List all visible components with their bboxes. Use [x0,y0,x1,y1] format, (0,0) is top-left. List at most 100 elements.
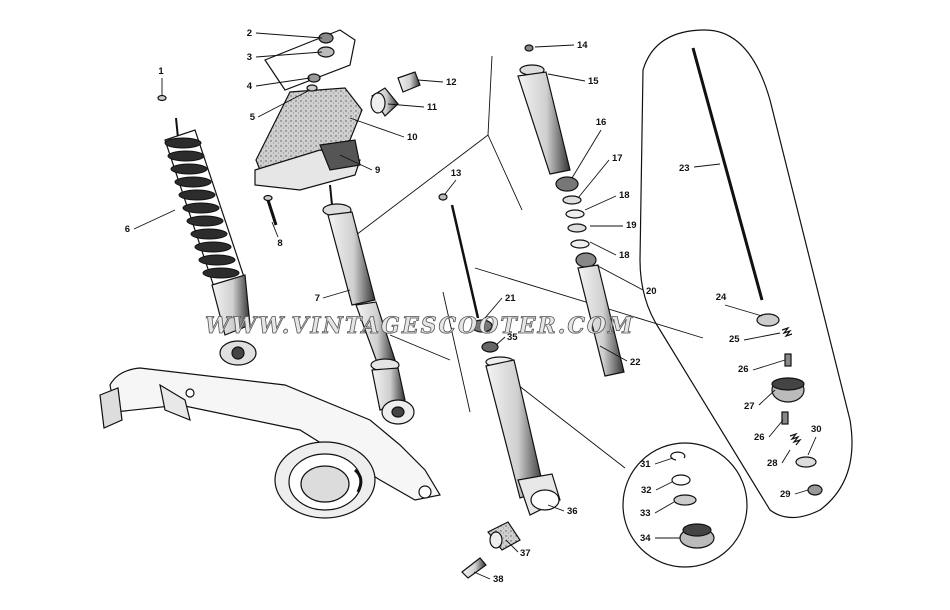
callout-leader-37 [505,539,519,553]
callout-label-34: 34 [640,533,651,544]
part-28-spring [789,432,802,446]
callout-label-25: 25 [729,334,740,345]
part-23-long-rod [691,47,764,301]
part-7-shock-absorber [322,184,415,425]
part-15-upper-tube [517,44,625,377]
callout-label-20: 20 [646,286,657,297]
callout-leader-21 [484,297,503,319]
callout-label-4: 4 [247,81,253,92]
callout-leader-23 [693,163,721,168]
part-21-damper-rod [438,193,493,333]
callout-label-16: 16 [596,117,607,128]
callout-leader-17 [577,159,610,199]
callout-leader-26 [768,419,784,438]
callout-leader-3 [255,51,323,58]
part-6-spring-shock [164,117,257,366]
part-9-mount-bracket [254,29,363,191]
callout-label-31: 31 [640,459,651,470]
part-8-bolt [263,194,278,226]
callout-label-5: 5 [250,112,256,123]
part-12-pin [397,71,421,93]
callout-leader-9 [339,154,373,171]
part-32-ring [671,474,691,486]
part-34-valve-body [679,523,715,549]
callout-label-6: 6 [125,224,130,235]
callout-leader-29 [794,489,809,495]
part-1-washer [157,94,167,102]
callout-leader-18 [584,195,617,211]
part-24-washer [756,313,780,327]
callout-leader-20 [595,264,644,291]
callout-leader-27 [758,389,776,406]
callout-leader-35 [495,336,506,346]
callout-label-27: 27 [744,401,755,412]
callout-label-30: 30 [811,424,822,435]
part-27-piston [771,377,805,403]
callout-leader-25 [743,332,781,341]
kit-outline-right [639,29,853,519]
callout-leader-31 [654,457,674,465]
callout-label-12: 12 [446,77,457,88]
callout-label-11: 11 [427,102,438,113]
callout-leader-11 [387,103,425,108]
callout-label-13: 13 [451,168,462,179]
callout-leader-26 [752,359,786,371]
callout-label-19: 19 [626,220,637,231]
callout-label-14: 14 [577,40,588,51]
callout-leader-36 [547,504,565,512]
callout-label-28: 28 [767,458,778,469]
part-11-bushing [370,87,399,117]
callout-label-35: 35 [507,332,518,343]
callout-label-2: 2 [247,28,252,39]
kit-outline-bottom [622,442,748,568]
callout-label-18: 18 [619,250,630,261]
callout-leader-22 [599,345,628,362]
callout-label-23: 23 [679,163,690,174]
callout-label-7: 7 [315,293,320,304]
callout-label-37: 37 [520,548,531,559]
part-33-washer [673,494,697,506]
callout-label-1: 1 [158,66,164,77]
callout-leader-30 [807,436,817,456]
callout-leader-12 [417,79,444,83]
callout-leader-5 [257,89,311,118]
callout-label-10: 10 [407,132,418,143]
callout-leader-15 [547,73,586,82]
callout-leader-13 [444,179,457,195]
callout-leader-2 [255,32,323,39]
callout-label-29: 29 [780,489,791,500]
callout-label-8: 8 [277,238,282,249]
callout-label-3: 3 [247,52,252,63]
callout-leader-4 [255,77,311,87]
callout-label-36: 36 [567,506,578,517]
callout-leader-6 [133,209,176,230]
callout-label-21: 21 [505,293,516,304]
callout-leader-24 [724,304,763,317]
callout-label-32: 32 [641,485,652,496]
part-38-pin [461,557,487,579]
callout-leader-32 [655,481,673,491]
callout-leader-10 [349,117,405,138]
part-36-lower-leg [481,341,561,516]
callout-label-15: 15 [588,76,599,87]
part-30-washer [795,456,817,468]
callout-leader-8 [271,221,279,238]
callout-leader-33 [654,501,675,514]
callout-leader-16 [571,129,602,179]
callout-label-38: 38 [493,574,504,585]
swingarm-frame [99,367,441,519]
part-37-bushing [487,521,521,551]
part-31-circlip [670,451,686,461]
callout-label-26: 26 [738,364,749,375]
callout-leader-14 [534,44,575,48]
callout-leader-7 [322,289,351,299]
callout-label-22: 22 [630,357,641,368]
callout-label-33: 33 [640,508,651,519]
part-25-spring [781,326,793,338]
callout-label-24: 24 [716,292,727,303]
callout-leader-38 [473,571,491,580]
callout-label-9: 9 [375,165,380,176]
callout-labels: 1234567891011121314151617181918202122232… [125,28,822,585]
watermark-text: WWW.VINTAGESCOOTER.COM [205,313,634,339]
